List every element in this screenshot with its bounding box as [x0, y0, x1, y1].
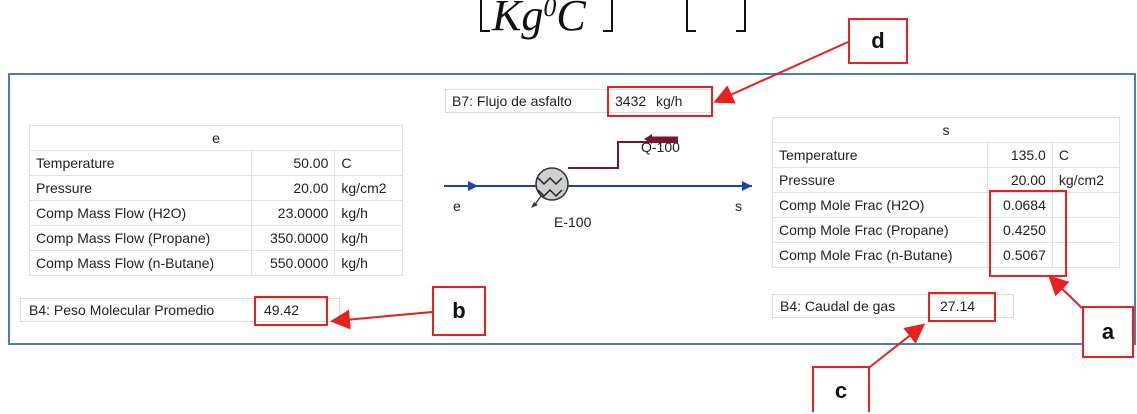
property-label: Temperature [771, 142, 989, 168]
property-label: Comp Mole Frac (n-Butane) [771, 242, 989, 268]
exchanger-tick-icon [531, 202, 538, 208]
table-row: Comp Mole Frac (Propane) 0.4250 [771, 217, 1121, 243]
property-value[interactable]: 350.0000 [251, 225, 336, 251]
property-label: Comp Mass Flow (Propane) [28, 225, 253, 251]
property-unit: C [334, 150, 403, 176]
table-row: Pressure 20.00 kg/cm2 [28, 175, 403, 201]
callout-c: c [812, 366, 870, 412]
table-row: Comp Mass Flow (H2O) 23.0000 kg/h [28, 200, 403, 226]
property-unit [1051, 217, 1121, 243]
energy-stream-line[interactable] [568, 141, 678, 169]
mw-field [20, 298, 340, 322]
property-value[interactable]: 550.0000 [251, 250, 336, 276]
energy-stream-label[interactable]: Q-100 [641, 139, 680, 155]
property-label: Pressure [28, 175, 253, 201]
exchanger-label[interactable]: E-100 [554, 214, 592, 230]
inlet-stream-label[interactable]: e [453, 198, 461, 214]
property-label: Temperature [28, 150, 253, 176]
equation-right-bracket [603, 0, 613, 32]
property-unit: kg/cm2 [1051, 167, 1121, 193]
property-label: Comp Mole Frac (H2O) [771, 192, 989, 218]
inlet-stream-table: e Temperature 50.00 C Pressure 20.00 kg/… [28, 125, 403, 276]
property-value[interactable]: 0.5067 [987, 242, 1053, 268]
flow-field [445, 89, 713, 113]
gas-field-label: B4: Caudal de gas [780, 298, 896, 314]
property-label: Comp Mass Flow (H2O) [28, 200, 253, 226]
property-label: Pressure [771, 167, 989, 193]
table-row: Comp Mass Flow (Propane) 350.0000 kg/h [28, 225, 403, 251]
equation-text: Kg0C [492, 0, 586, 40]
mw-field-value[interactable]: 49.42 [264, 302, 300, 318]
process-diagram [444, 134, 752, 208]
property-unit: C [1051, 142, 1121, 168]
inlet-stream-name: e [29, 125, 403, 151]
property-unit: kg/h [334, 200, 403, 226]
callout-a: a [1082, 306, 1134, 358]
table-row: Comp Mole Frac (H2O) 0.0684 [771, 192, 1121, 218]
property-label: Comp Mass Flow (n-Butane) [28, 250, 253, 276]
property-value[interactable]: 135.0 [987, 142, 1053, 168]
table-row: Temperature 50.00 C [28, 150, 403, 176]
equation-second-bracket-close [736, 0, 746, 32]
property-unit: kg/h [334, 250, 403, 276]
outlet-stream-label[interactable]: s [735, 198, 742, 214]
table-row: Temperature 135.0 C [771, 142, 1121, 168]
outlet-stream-name: s [772, 117, 1120, 143]
property-unit [1051, 242, 1121, 268]
outlet-stream-table: s Temperature 135.0 C Pressure 20.00 kg/… [771, 117, 1121, 268]
flow-field-unit: kg/h [656, 93, 683, 109]
property-value[interactable]: 20.00 [987, 167, 1053, 193]
gas-value-highlight [928, 292, 996, 322]
callout-d: d [848, 18, 908, 64]
energy-arrow-icon [644, 134, 652, 144]
mole-frac-highlight [989, 190, 1067, 277]
inlet-arrow-icon [468, 181, 478, 191]
table-row: Pressure 20.00 kg/cm2 [771, 167, 1121, 193]
flow-value-highlight [607, 86, 713, 117]
gas-field-value[interactable]: 27.14 [940, 298, 976, 314]
property-unit: kg/h [334, 225, 403, 251]
flow-field-value[interactable]: 3432 [615, 93, 647, 109]
flow-field-label: B7: Flujo de asfalto [452, 93, 572, 109]
equation-left-bracket [480, 0, 490, 32]
outlet-arrow-icon [742, 181, 752, 191]
property-value[interactable]: 23.0000 [251, 200, 336, 226]
mw-field-label: B4: Peso Molecular Promedio [29, 302, 215, 318]
mw-value-highlight [254, 296, 328, 326]
callout-b: b [432, 286, 486, 336]
equation-second-bracket [686, 0, 696, 32]
property-unit: kg/cm2 [334, 175, 403, 201]
gas-field [772, 294, 1014, 318]
table-row: Comp Mole Frac (n-Butane) 0.5067 [771, 242, 1121, 268]
table-row: Comp Mass Flow (n-Butane) 550.0000 kg/h [28, 250, 403, 276]
property-value[interactable]: 20.00 [251, 175, 336, 201]
heat-exchanger-icon[interactable] [535, 167, 569, 201]
property-value[interactable]: 50.00 [251, 150, 336, 176]
property-label: Comp Mole Frac (Propane) [771, 217, 989, 243]
